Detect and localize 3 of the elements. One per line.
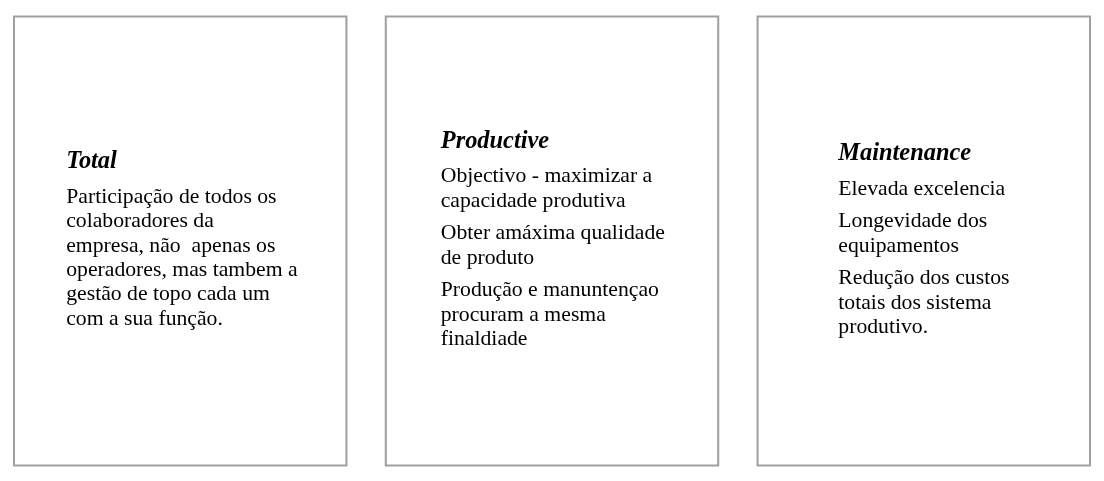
node-box: Maintenance Elevada excelencia Longevidade dos equipamentos Redução dos custos totais dos sistema produtivo.	[756, 14, 1092, 467]
node-box: Total Participação de todos os colaboradores da empresa, não apenas os operadores, mas tambem a gestão de topo cada um com a sua função.	[12, 14, 348, 467]
node-box: Productive Objectivo - maximizar a capacidade produtiva Obter amáxima qualidade de produto Produção e manuntençao procuram a mesma finaldiade	[384, 14, 720, 467]
